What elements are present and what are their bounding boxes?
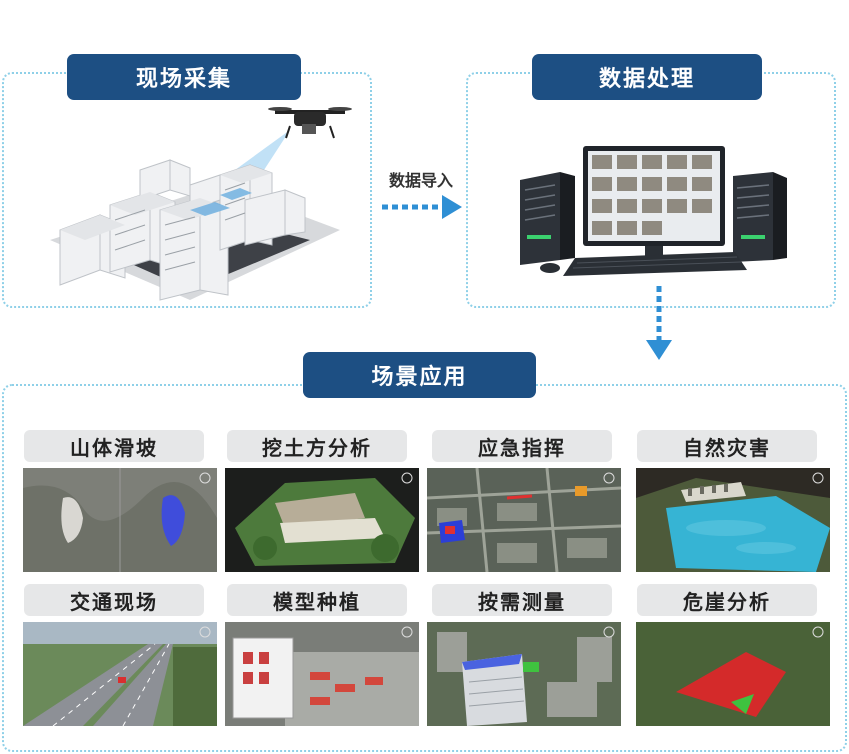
app-label-landslide: 山体滑坡: [24, 430, 204, 462]
server-tower-icon: [520, 172, 575, 265]
app-label-cliff: 危崖分析: [637, 584, 817, 616]
landslide-image: [23, 468, 217, 572]
monitor-icon: [583, 146, 725, 256]
measurement-image: [427, 622, 621, 726]
natural-disaster-image: [636, 468, 830, 572]
app-label-measurement: 按需测量: [432, 584, 612, 616]
workstation-illustration: [520, 146, 787, 276]
app-label-model-planting: 模型种植: [227, 584, 407, 616]
app-label-disaster: 自然灾害: [637, 430, 817, 462]
city-drone-illustration: [50, 107, 352, 301]
emergency-command-image: [427, 468, 621, 572]
app-label-emergency: 应急指挥: [432, 430, 612, 462]
right-arrow-icon: [382, 195, 462, 219]
server-tower-icon: [733, 172, 787, 262]
model-planting-image: [225, 622, 419, 726]
down-arrow-icon: [646, 286, 672, 360]
cliff-analysis-image: [636, 622, 830, 726]
process-title: 数据处理: [532, 54, 762, 100]
earthwork-image: [225, 468, 419, 572]
mouse-icon: [540, 263, 560, 273]
app-label-traffic: 交通现场: [24, 584, 204, 616]
data-import-label: 数据导入: [388, 171, 453, 190]
drone-icon: [268, 107, 352, 139]
capture-title: 现场采集: [67, 54, 301, 100]
traffic-scene-image: [23, 622, 217, 726]
app-label-earthwork: 挖土方分析: [227, 430, 407, 462]
applications-title: 场景应用: [303, 352, 536, 398]
